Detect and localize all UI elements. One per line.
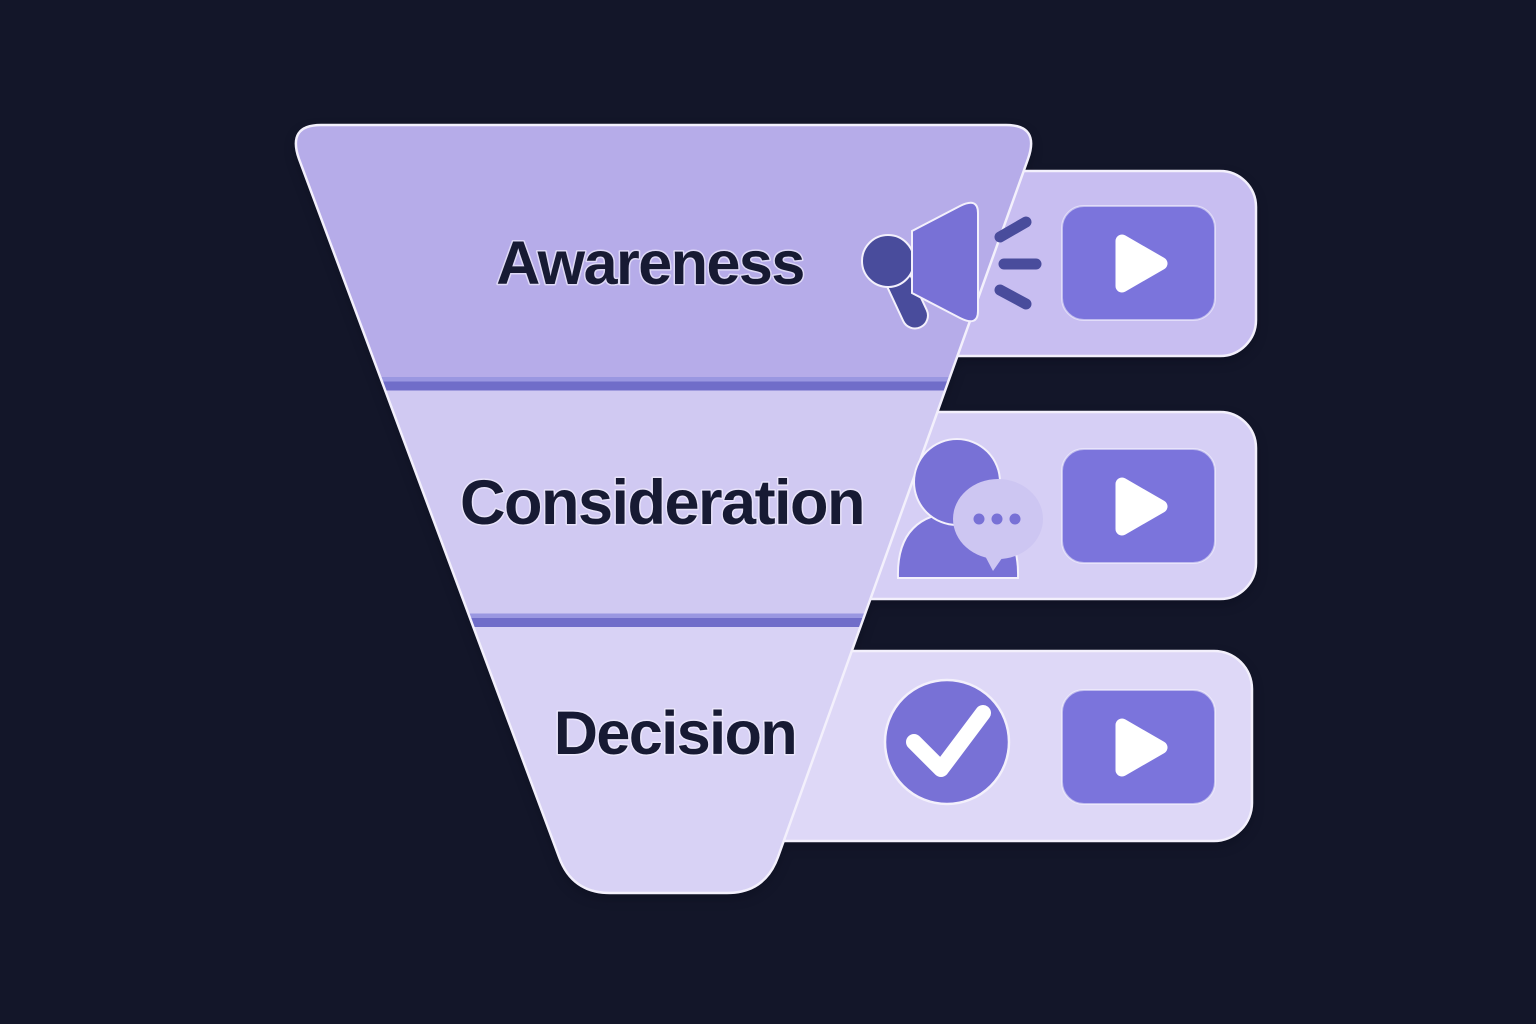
stage-label-awareness: Awareness [496, 229, 804, 297]
divider-highlight-1 [295, 377, 1032, 382]
video-play-button[interactable] [1061, 448, 1216, 564]
person-chat-icon [896, 438, 1043, 579]
divider-highlight-2 [295, 613, 1032, 618]
typing-dots [973, 513, 1021, 525]
sound-wave-dashes [994, 216, 1042, 310]
stage-label-decision: Decision [554, 699, 796, 767]
funnel-outline [294, 123, 1033, 895]
divider-1 [295, 381, 1032, 391]
check-circle-icon [883, 678, 1011, 806]
video-play-button[interactable] [1061, 205, 1216, 321]
play-icon [1115, 477, 1168, 536]
megaphone-icon [861, 201, 1042, 330]
stage-label-consideration: Consideration [460, 468, 864, 538]
divider-2 [295, 618, 1032, 627]
play-icon [1115, 234, 1168, 293]
play-icon [1115, 718, 1168, 777]
checkmark [906, 705, 991, 777]
video-play-button[interactable] [1061, 689, 1216, 805]
speech-bubble-tail [983, 551, 1007, 571]
megaphone-horn [911, 201, 979, 323]
